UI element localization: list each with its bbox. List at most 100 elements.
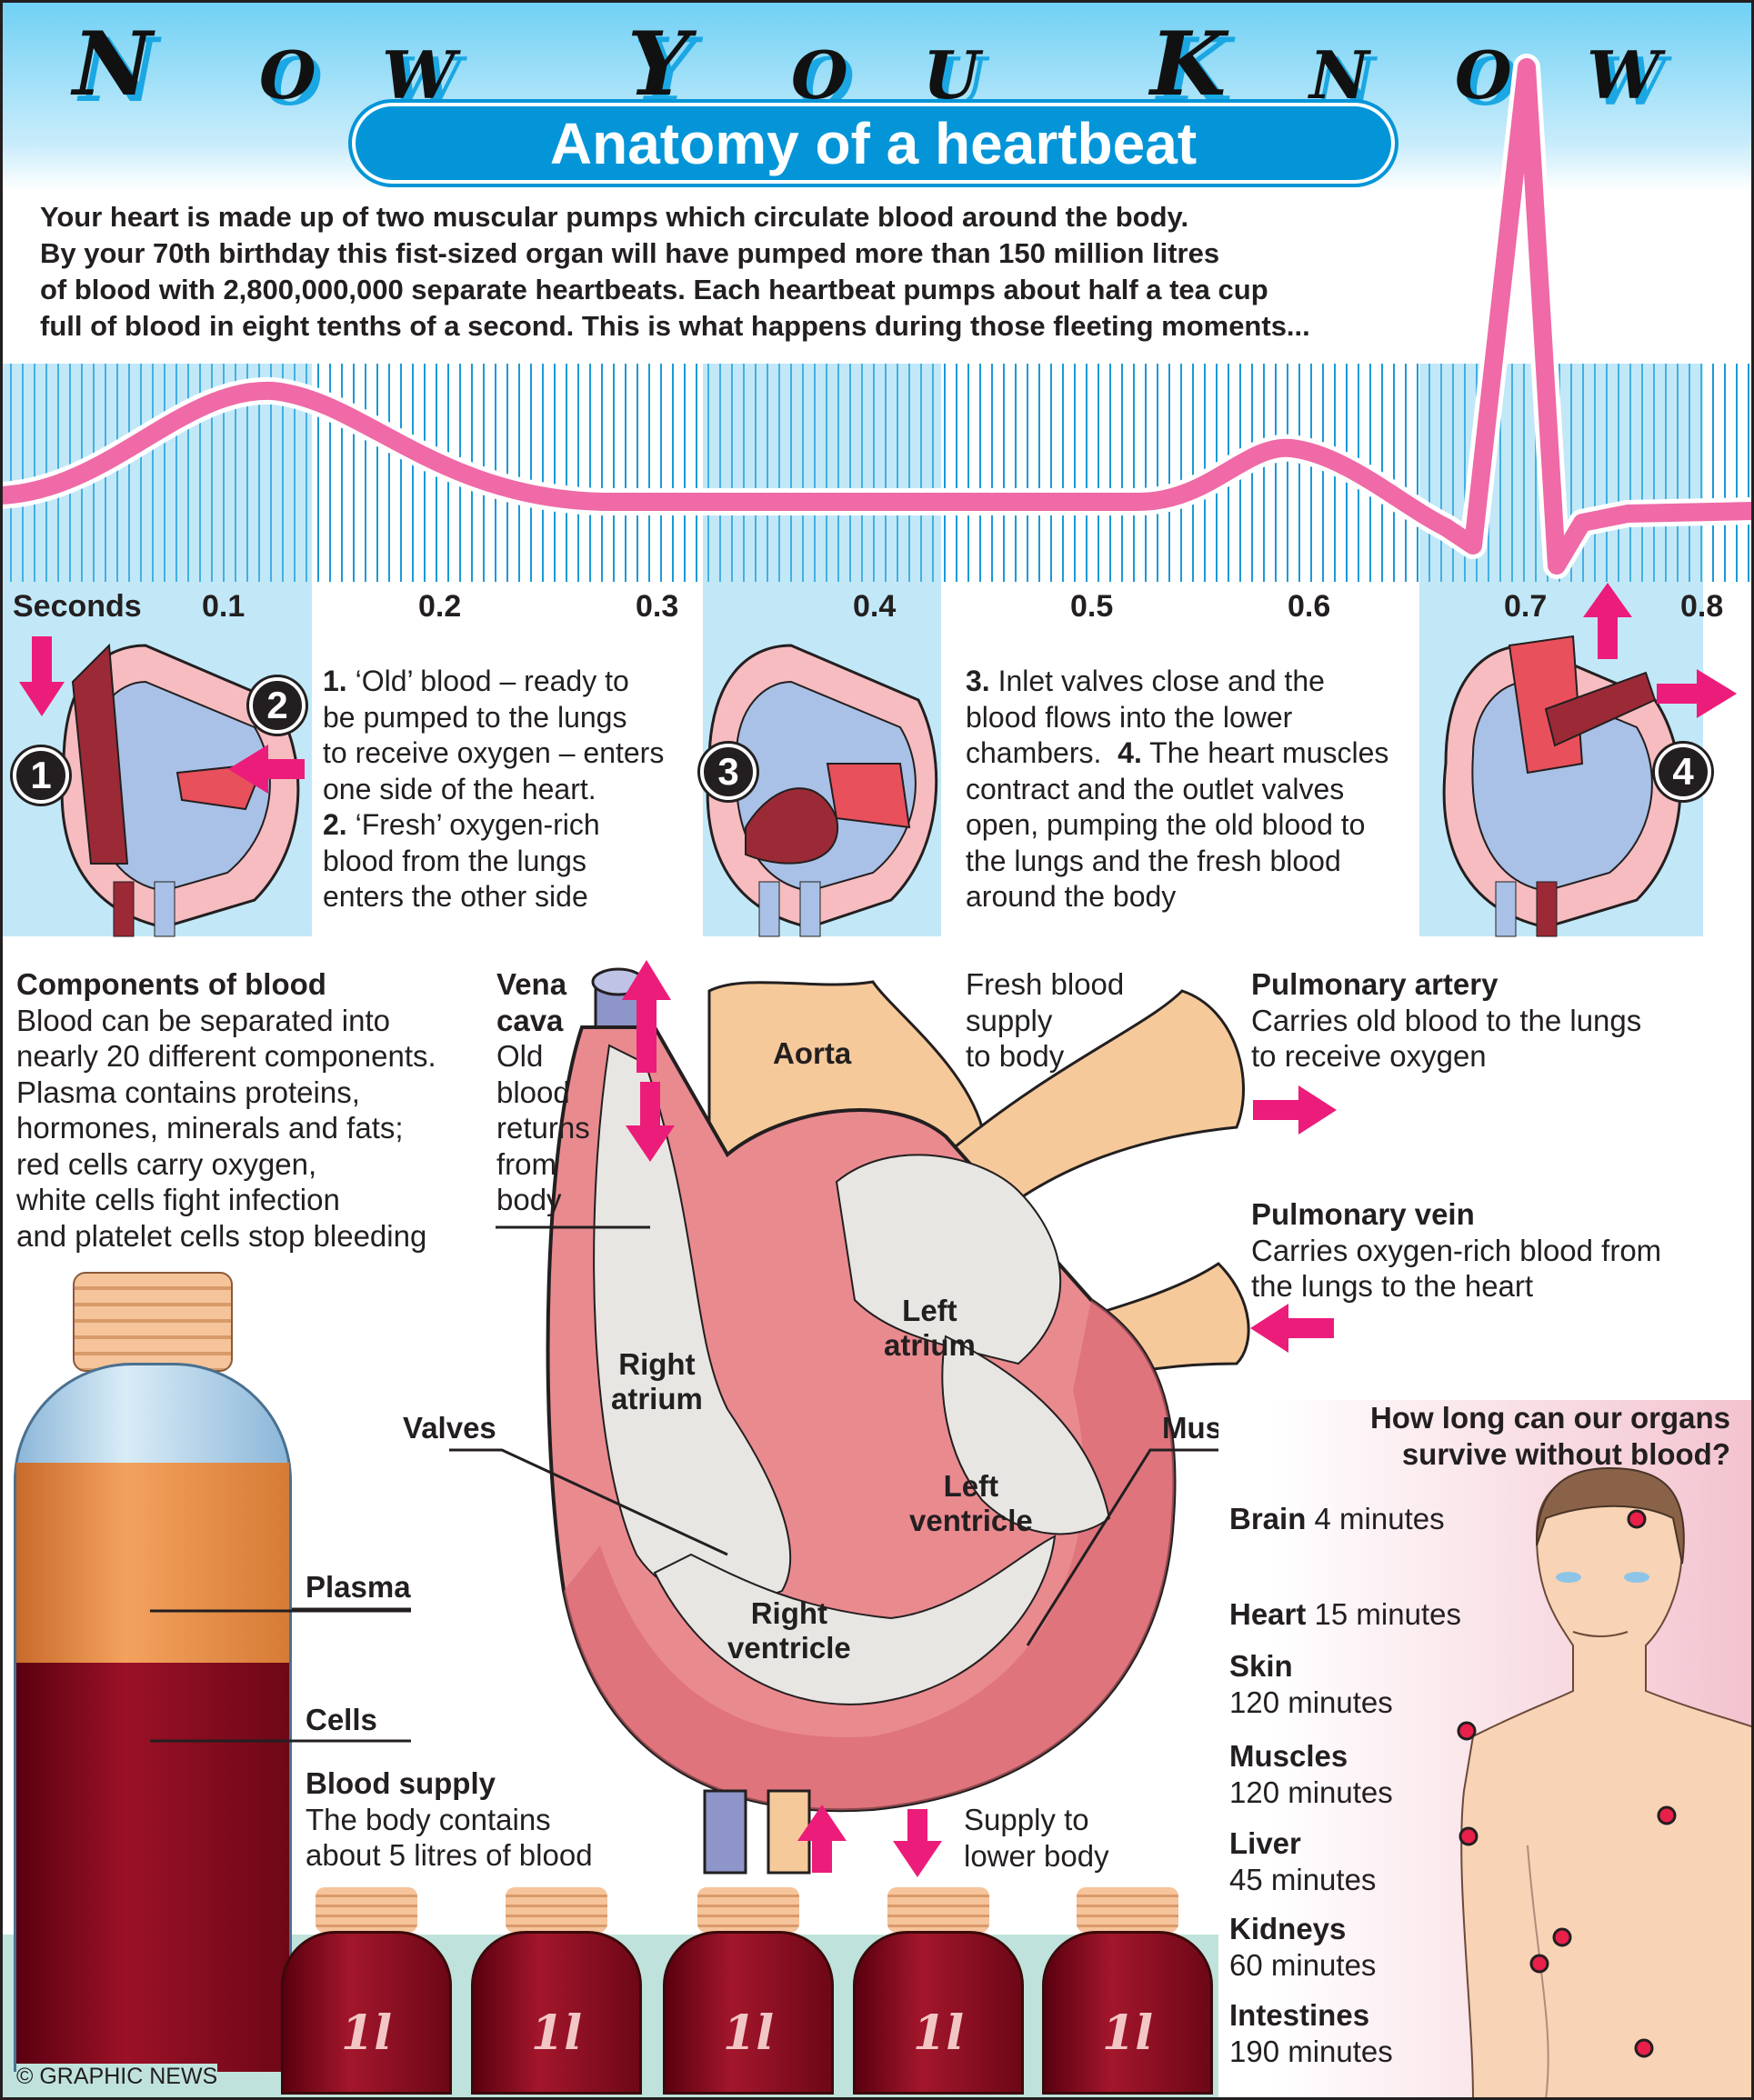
arrow-left-icon — [228, 745, 305, 794]
tick-label: 0.6 — [1288, 589, 1331, 624]
label-heading: Vena — [496, 967, 567, 1001]
arrow-right-icon — [1253, 1085, 1337, 1135]
text-line: supply — [966, 1003, 1053, 1037]
label-line: Left — [902, 1294, 957, 1327]
arrow-down-icon — [19, 636, 65, 716]
organ-name: Brain — [1229, 1502, 1307, 1535]
intro-line: By your 70th birthday this fist-sized or… — [40, 237, 1220, 269]
title-letter: O — [791, 36, 848, 114]
text-line: Plasma contains proteins, — [16, 1075, 360, 1109]
text-line: The body contains — [306, 1802, 551, 1836]
litre-bottle: 1l — [471, 1887, 642, 2095]
fresh-blood-label: Fresh blood supply to body — [966, 966, 1124, 1075]
arrow-left-icon — [1250, 1304, 1334, 1353]
step-line: The heart muscles — [1149, 736, 1389, 769]
litre-bottle: 1l — [853, 1887, 1024, 2095]
step-line: one side of the heart. — [323, 772, 596, 805]
tick-label: 0.3 — [636, 589, 679, 624]
arrow-up-icon — [797, 1805, 847, 1873]
text-line: Fresh blood — [966, 967, 1125, 1001]
ecg-trace — [0, 54, 1754, 579]
text-line: Old — [496, 1039, 544, 1073]
arrow-right-icon — [1657, 669, 1737, 718]
intestines-marker — [1634, 2038, 1654, 2058]
label-heading: Pulmonary artery — [1251, 967, 1498, 1001]
step-line: blood from the lungs — [323, 844, 586, 877]
intro-text: Your heart is made up of two muscular pu… — [40, 199, 1458, 345]
litre-label: 1l — [723, 2005, 774, 2061]
title-letter: O — [259, 36, 316, 114]
cells-layer — [16, 1663, 289, 2072]
step-number: 1. — [323, 665, 347, 697]
litre-label: 1l — [913, 2005, 964, 2061]
organ-time: 120 minutes — [1229, 1685, 1393, 1719]
text-line: returns — [496, 1111, 590, 1145]
title-letter: N — [1309, 36, 1369, 114]
label-heading: cava — [496, 1003, 564, 1037]
vena-cava-label: Vena cava Old blood returns from body — [496, 966, 590, 1218]
organ-name: Kidneys — [1229, 1912, 1347, 1945]
text-line: from — [496, 1146, 556, 1181]
step-line: Inlet valves close and the — [997, 665, 1325, 697]
label-heading: Blood supply — [306, 1766, 496, 1800]
title-letter: N — [73, 13, 153, 115]
label-heading: Pulmonary vein — [1251, 1197, 1475, 1231]
question-line: survive without blood? — [1401, 1437, 1730, 1471]
tick-label: 0.8 — [1680, 589, 1724, 624]
arrow-down-icon — [626, 1082, 675, 1162]
text-line: red cells carry oxygen, — [16, 1146, 317, 1181]
label-heading: Cells — [306, 1703, 377, 1736]
organ-time: 190 minutes — [1229, 2035, 1393, 2068]
muscles-marker — [1458, 1826, 1478, 1846]
title-letter: O — [1455, 36, 1512, 114]
intro-line: Your heart is made up of two muscular pu… — [40, 201, 1189, 233]
section-heading: Components of blood — [16, 967, 326, 1001]
title-letter: W — [1587, 36, 1660, 114]
step-line: chambers. — [966, 736, 1102, 769]
blood-supply-label: Blood supply The body contains about 5 l… — [306, 1765, 593, 1874]
organ-name: Skin — [1229, 1649, 1293, 1683]
organ-time: 15 minutes — [1314, 1597, 1461, 1631]
arrow-up-icon — [1583, 583, 1632, 659]
step-line: enters the other side — [323, 880, 588, 913]
organ-name: Intestines — [1229, 1998, 1370, 2032]
label-line: Left — [943, 1469, 999, 1503]
litre-bottle: 1l — [281, 1887, 452, 2095]
page-title: Anatomy of a heartbeat — [549, 110, 1198, 176]
step-line: around the body — [966, 880, 1177, 913]
text-line: blood — [496, 1075, 570, 1109]
skin-marker — [1457, 1721, 1477, 1741]
text-line: Carries oxygen-rich blood from — [1251, 1233, 1662, 1267]
marker-3: 3 — [700, 744, 757, 800]
organ-time: 4 minutes — [1314, 1502, 1445, 1535]
organ-name: Muscles — [1229, 1739, 1348, 1773]
step-line: ‘Fresh’ oxygen-rich — [355, 808, 600, 841]
marker-2: 2 — [249, 677, 306, 734]
organ-name: Liver — [1229, 1826, 1301, 1860]
step-1-2-text: 1. ‘Old’ blood – ready to be pumped to t… — [323, 664, 664, 915]
step-number: 4. — [1118, 736, 1142, 769]
litre-label: 1l — [341, 2005, 392, 2061]
text-line: Supply to — [964, 1803, 1089, 1836]
step-line: be pumped to the lungs — [323, 700, 627, 734]
tick-label: 0.7 — [1504, 589, 1548, 624]
tick-label: 0.1 — [202, 589, 246, 624]
plasma-label: Plasma — [306, 1569, 411, 1605]
label-line: Right — [618, 1347, 696, 1381]
text-line: lower body — [964, 1838, 1109, 1873]
heart-diagram-phase-1 — [60, 643, 300, 937]
intro-line: full of blood in eight tenths of a secon… — [40, 310, 1310, 342]
supply-lower-body-label: Supply to lower body — [964, 1802, 1109, 1874]
kidneys-marker — [1529, 1954, 1549, 1974]
organ-name: Heart — [1229, 1597, 1307, 1631]
step-line: contract and the outlet valves — [966, 772, 1345, 805]
step-line: open, pumping the old blood to — [966, 808, 1366, 841]
litre-bottle: 1l — [1042, 1887, 1213, 2095]
pulmonary-artery-label: Pulmonary artery Carries old blood to th… — [1251, 966, 1641, 1075]
